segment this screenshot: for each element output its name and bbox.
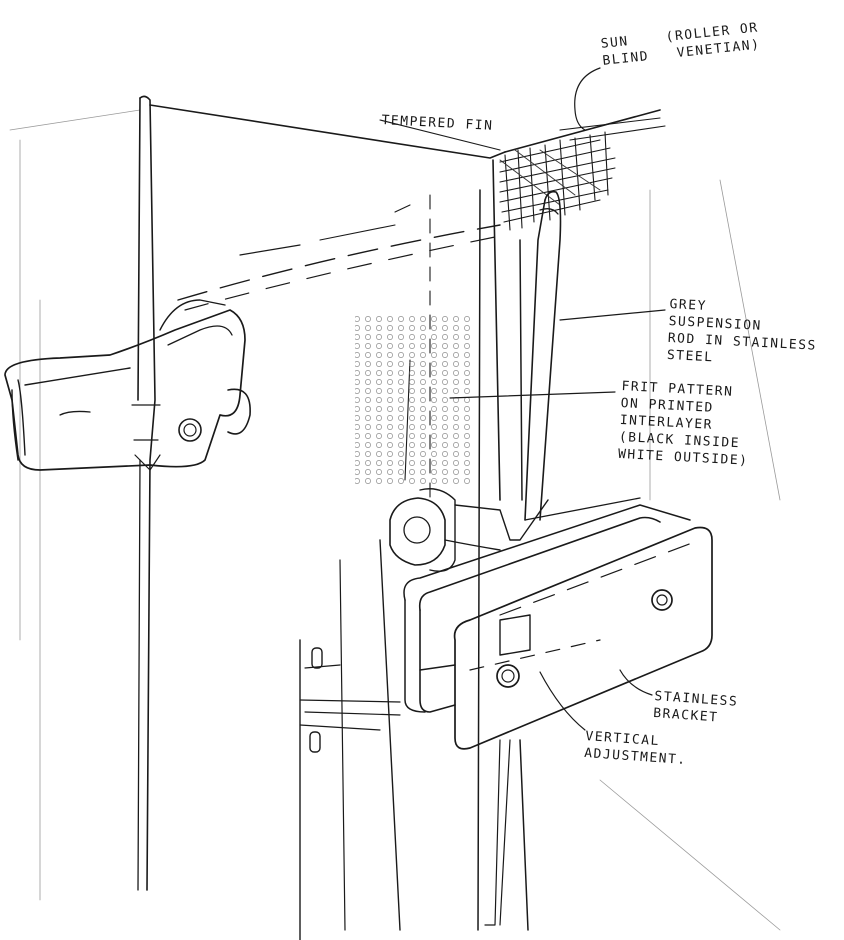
label-frit-pattern: FRIT PATTERN ON PRINTED INTERLAYER (BLAC… xyxy=(617,378,749,469)
left-bracket xyxy=(4,299,251,471)
left-suspension-cable xyxy=(131,95,161,891)
frit-pattern-area xyxy=(355,315,475,485)
glass-top-edge xyxy=(149,104,661,311)
glass-clips xyxy=(299,559,401,940)
sun-blind-hatching xyxy=(499,117,666,231)
fin-suspension-rod xyxy=(484,190,562,926)
label-suspension-rod: GREY SUSPENSION ROD IN STAINLESS STEEL xyxy=(666,296,818,366)
label-stainless-bracket: STAINLESS BRACKET xyxy=(652,688,739,726)
label-vertical-adjustment: VERTICAL ADJUSTMENT. xyxy=(583,728,688,769)
right-bracket xyxy=(403,504,713,750)
hex-nut-fitting xyxy=(389,488,641,572)
leader-lines xyxy=(379,67,666,731)
glass-panel-lines xyxy=(9,109,781,931)
